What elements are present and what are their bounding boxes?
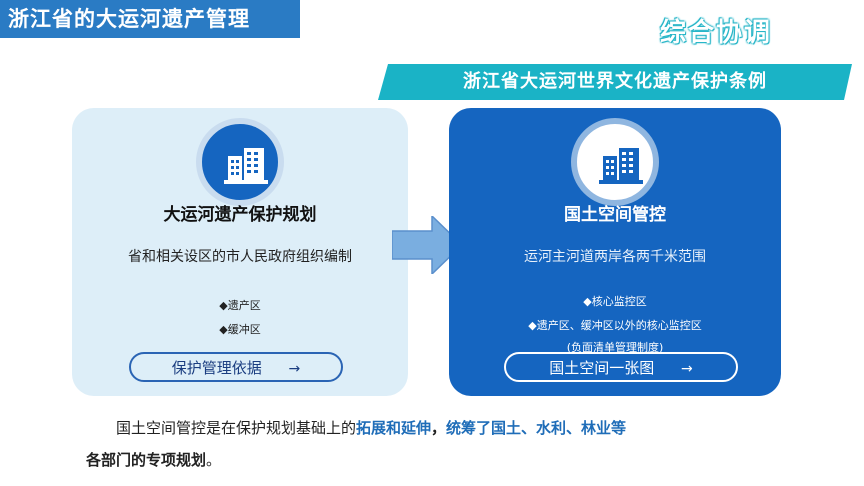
protection-basis-button[interactable]: 保护管理依据 → — [129, 352, 343, 382]
highlight-text: 拓展和延伸 — [356, 419, 432, 437]
button-label: 保护管理依据 — [171, 359, 262, 377]
flow-arrow-icon — [392, 216, 464, 274]
button-label: 国土空间一张图 — [549, 359, 655, 377]
bullet-item: ◆遗产区 — [219, 299, 261, 312]
spatial-map-button[interactable]: 国土空间一张图 → — [504, 352, 738, 382]
banner-shape — [378, 64, 852, 100]
card-description: 运河主河道两岸各两千米范围 — [524, 249, 706, 265]
highlight-text: 统筹了国土、水利、林业等 — [446, 419, 627, 437]
card-title: 国土空间管控 — [564, 205, 666, 225]
banner: 浙江省大运河世界文化遗产保护条例 — [378, 64, 852, 100]
building-icon — [224, 148, 268, 184]
card-description: 省和相关设区的市人民政府组织编制 — [128, 249, 352, 265]
icon-badge — [571, 118, 659, 206]
page-title: 浙江省的大运河遗产管理 — [0, 0, 300, 38]
paragraph-text: 国土空间管控是在保护规划基础上的 — [116, 419, 357, 437]
icon-badge — [196, 118, 284, 206]
arrow-right-icon: → — [681, 361, 693, 377]
card-note: (负面清单管理制度) — [566, 341, 664, 354]
arrow-right-icon: → — [288, 361, 301, 377]
spatial-control-card: 国土空间管控 运河主河道两岸各两千米范围 ◆核心监控区 ◆遗产区、缓冲区以外的核… — [449, 108, 781, 396]
bullet-item: ◆遗产区、缓冲区以外的核心监控区 — [528, 319, 702, 332]
banner-text: 浙江省大运河世界文化遗产保护条例 — [463, 71, 767, 92]
bullet-list: ◆核心监控区 ◆遗产区、缓冲区以外的核心监控区 — [449, 290, 781, 338]
card-title: 大运河遗产保护规划 — [163, 205, 317, 225]
protection-plan-card: 大运河遗产保护规划 省和相关设区的市人民政府组织编制 ◆遗产区 ◆缓冲区 保护管… — [72, 108, 408, 396]
section-label: 综合协调 — [660, 18, 773, 48]
paragraph-text: 各部门的专项规划 — [86, 451, 207, 469]
bullet-item: ◆核心监控区 — [583, 295, 647, 308]
summary-paragraph: 国土空间管控是在保护规划基础上的拓展和延伸，统筹了国土、水利、林业等各部门的专项… — [86, 412, 786, 476]
bullet-item: ◆缓冲区 — [219, 323, 261, 336]
paragraph-text: ， — [431, 419, 447, 437]
bullet-list: ◆遗产区 ◆缓冲区 — [72, 294, 408, 342]
building-icon — [599, 148, 643, 184]
paragraph-text: 。 — [206, 451, 222, 469]
